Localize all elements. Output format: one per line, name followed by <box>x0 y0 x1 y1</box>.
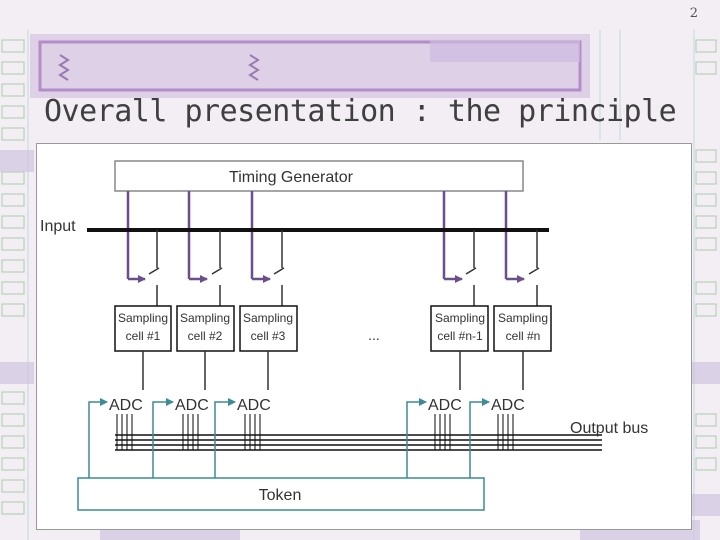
token-line <box>406 398 427 478</box>
block-diagram: Timing Generator Input <box>40 160 648 511</box>
adc-output-taps <box>497 414 514 450</box>
adc-output-taps <box>434 414 451 450</box>
adc-output-taps <box>182 414 199 450</box>
token-line <box>469 398 490 478</box>
adc-label: ADC <box>428 397 462 414</box>
adc-label: ADC <box>491 397 525 414</box>
sampling-cell-label: Sampling <box>498 311 548 325</box>
sampling-cell-number: cell #3 <box>251 329 286 343</box>
input-label: Input <box>40 218 76 235</box>
adc-output-taps <box>116 414 133 450</box>
sampling-cell-number: cell #1 <box>126 329 161 343</box>
slide-number: 2 <box>689 6 698 21</box>
sampling-switch <box>148 230 160 306</box>
token-label: Token <box>259 487 302 504</box>
token-line <box>88 398 108 478</box>
sampling-cell-label: Sampling <box>243 311 293 325</box>
diagram-frame: Timing Generator Input <box>36 143 692 530</box>
sampling-cell-label: Sampling <box>435 311 485 325</box>
sampling-cell-label: Sampling <box>180 311 230 325</box>
sampling-cell-number: cell #n <box>506 329 541 343</box>
adc-output-taps <box>244 414 261 450</box>
sampling-cell-label: Sampling <box>118 311 168 325</box>
output-bus-label: Output bus <box>570 420 648 437</box>
slide-title: Overall presentation : the principle <box>44 94 677 129</box>
timing-generator-label: Timing Generator <box>229 169 354 186</box>
sampling-switch <box>465 230 477 306</box>
sampling-switch <box>211 230 223 306</box>
sampling-switch <box>273 230 285 306</box>
ellipsis: ... <box>368 327 380 343</box>
token-box <box>77 477 485 511</box>
token-line <box>214 398 236 478</box>
adc-label: ADC <box>237 397 271 414</box>
sampling-cell-box <box>114 305 172 352</box>
token-line <box>152 398 174 478</box>
sampling-cell-number: cell #2 <box>188 329 223 343</box>
timing-generator-box <box>114 160 524 192</box>
adc-label: ADC <box>109 397 143 414</box>
sampling-switch <box>528 230 540 306</box>
sampling-cell-number: cell #n-1 <box>437 329 483 343</box>
adc-label: ADC <box>175 397 209 414</box>
